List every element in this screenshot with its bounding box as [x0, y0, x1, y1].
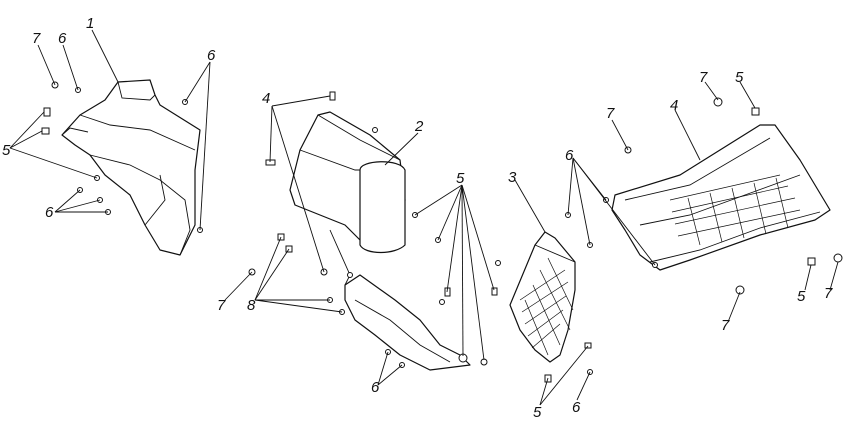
leader-lines — [9, 29, 839, 406]
callout-6-top-left: 6 — [58, 30, 67, 47]
callout-6-bottom-center: 6 — [371, 379, 380, 396]
callout-3: 3 — [508, 169, 517, 186]
part-4-floor-panel — [611, 124, 831, 271]
callout-5-top-right: 5 — [735, 69, 744, 86]
callout-1: 1 — [86, 15, 94, 32]
callout-5-left: 5 — [2, 142, 11, 159]
callout-8: 8 — [247, 297, 256, 314]
callout-7-center-left: 7 — [217, 297, 226, 314]
callout-5-far-right: 5 — [797, 288, 806, 305]
callout-4-center: 4 — [262, 90, 270, 107]
callout-4-right: 4 — [670, 97, 678, 114]
callout-7-top-left: 7 — [32, 30, 41, 47]
callout-7-near-4: 7 — [606, 105, 615, 122]
callout-7-top-right: 7 — [699, 69, 708, 86]
callout-labels: 1 7 6 6 5 6 4 2 5 7 8 6 3 6 7 4 7 5 5 6 … — [2, 15, 833, 421]
callout-6-lower-left: 6 — [45, 204, 54, 221]
callout-7-far-right: 7 — [824, 285, 833, 302]
part-3-grille-panel — [509, 231, 576, 363]
callout-6-bottom: 6 — [572, 399, 581, 416]
callout-7-bottom-right: 7 — [721, 317, 730, 334]
part-2-center-cover — [289, 111, 471, 371]
callout-2: 2 — [414, 118, 424, 135]
part-1-left-cover — [61, 79, 201, 256]
callout-6-center-right: 6 — [565, 147, 574, 164]
callout-5-bottom: 5 — [533, 404, 542, 421]
callout-5-center: 5 — [456, 170, 465, 187]
callout-6-upper-right-of-1: 6 — [207, 47, 216, 64]
